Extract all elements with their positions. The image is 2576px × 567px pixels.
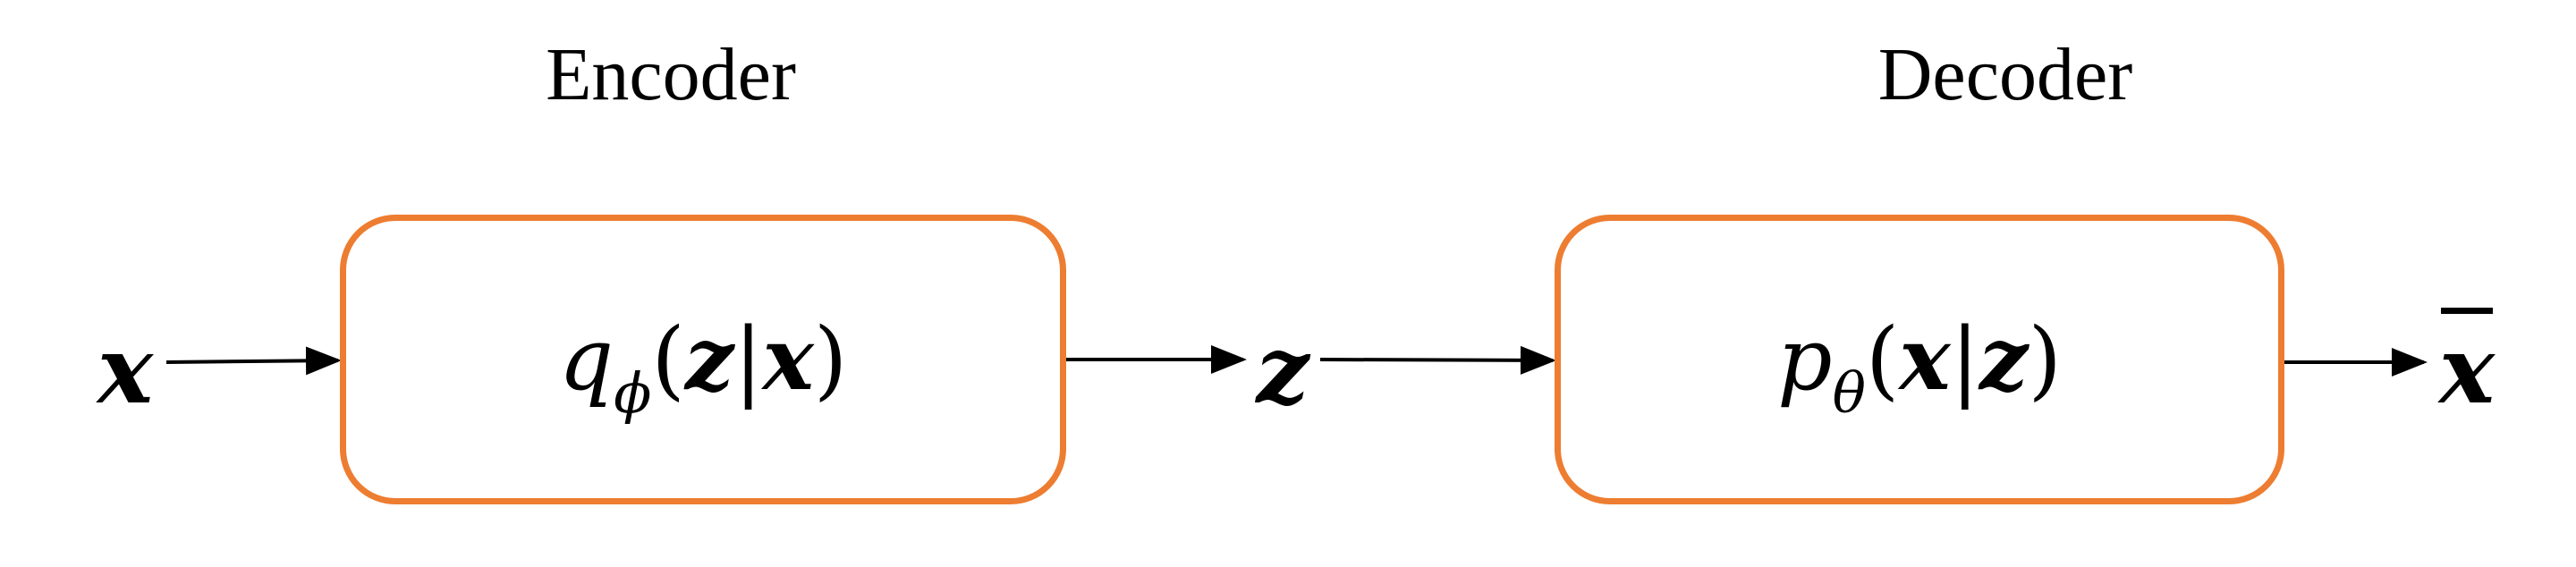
encoder-box: qϕ(z|x) xyxy=(340,215,1066,504)
input-variable: x xyxy=(97,315,154,425)
decoder-open-paren: ( xyxy=(1865,309,1900,410)
arrow-input-to-encoder xyxy=(165,346,342,376)
encoder-arg-input: x xyxy=(762,309,814,410)
encoder-arg-latent: z xyxy=(684,309,734,410)
output-variable: x xyxy=(2438,308,2496,425)
encoder-title: Encoder xyxy=(546,33,796,116)
decoder-arg-input: x xyxy=(1899,309,1951,410)
encoder-subscript: ϕ xyxy=(614,360,652,426)
decoder-arg-latent: z xyxy=(1979,309,2029,410)
output-variable-text: x xyxy=(2438,315,2496,425)
encoder-close-paren: ) xyxy=(813,309,848,410)
decoder-title: Decoder xyxy=(1877,33,2133,116)
decoder-subscript: θ xyxy=(1832,360,1866,426)
decoder-func: p xyxy=(1777,309,1833,410)
encoder-formula: qϕ(z|x) xyxy=(559,317,848,421)
decoder-box: pθ(x|z) xyxy=(1555,215,2284,504)
output-overline xyxy=(2440,308,2494,314)
decoder-close-paren: ) xyxy=(2028,309,2062,410)
latent-variable: z xyxy=(1256,315,1309,425)
encoder-open-paren: ( xyxy=(651,309,685,410)
encoder-given-bar: | xyxy=(733,309,763,410)
decoder-given-bar: | xyxy=(1950,309,1979,410)
decoder-formula: pθ(x|z) xyxy=(1777,317,2062,421)
encoder-func: q xyxy=(558,309,614,410)
